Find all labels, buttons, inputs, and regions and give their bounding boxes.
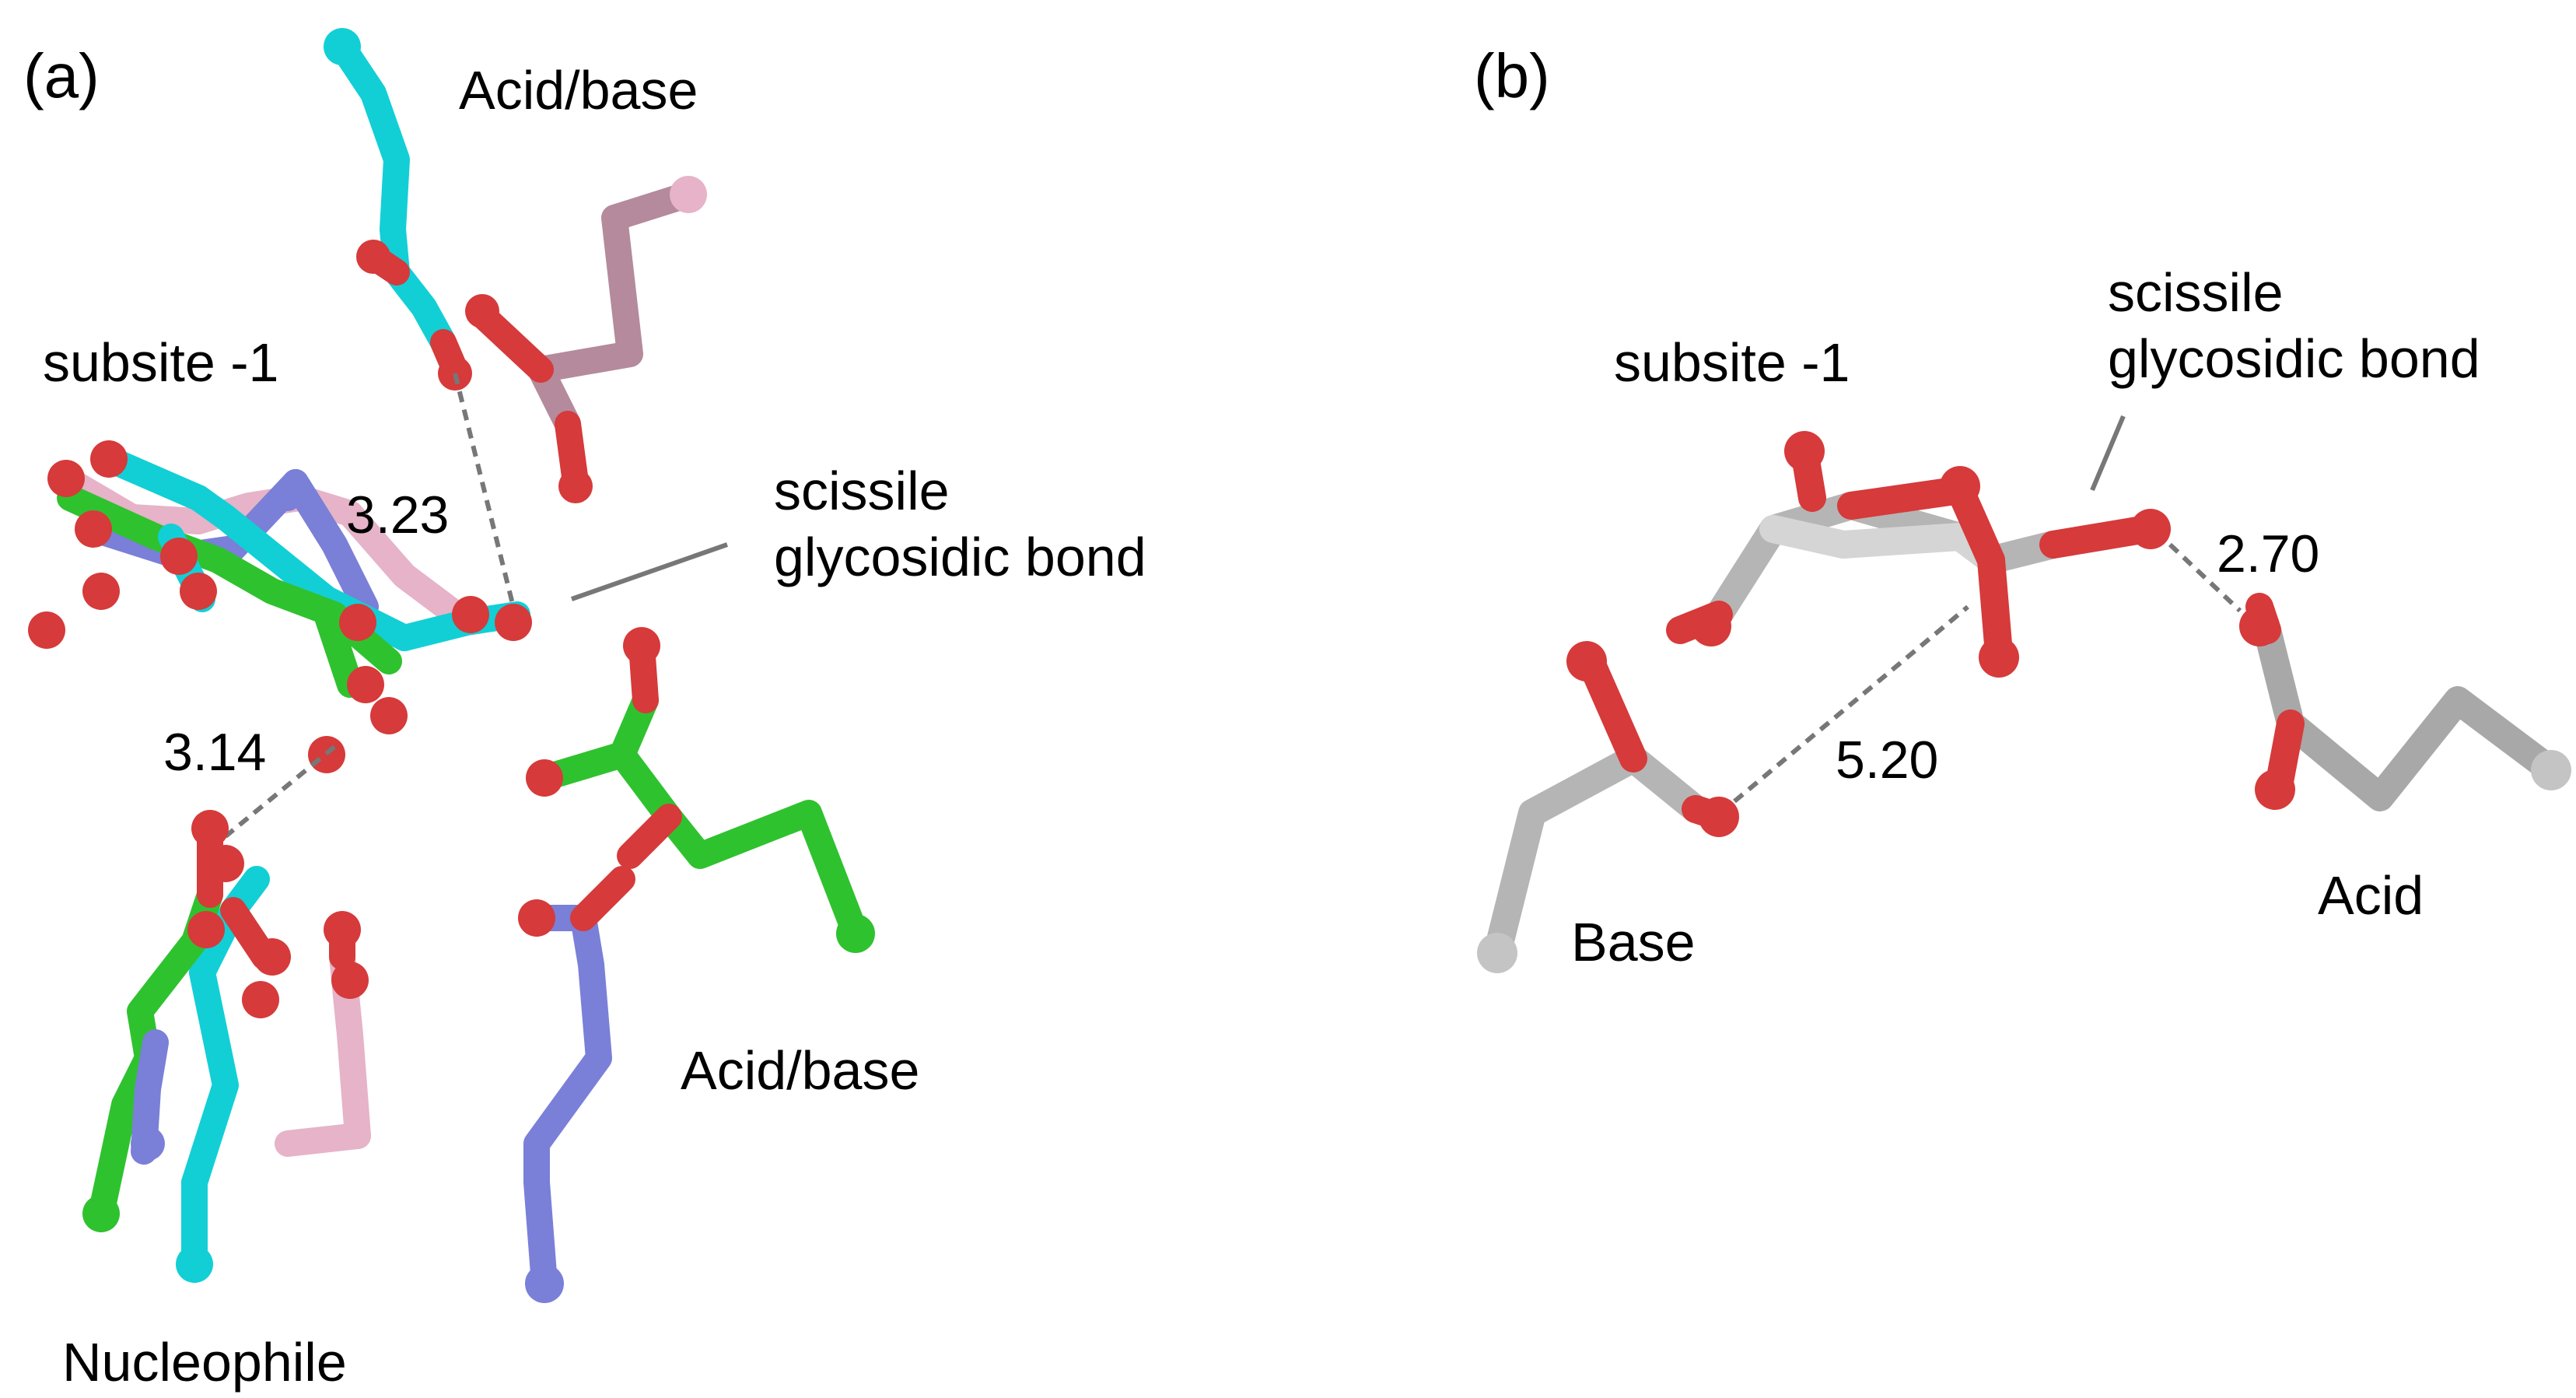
distance-line-upper	[453, 373, 516, 608]
label-subsite-a: subsite -1	[43, 332, 278, 393]
atom	[1477, 933, 1517, 973]
distance-label-upper: 3.23	[346, 485, 449, 545]
oxygen-atom	[526, 759, 563, 797]
label-acid-base-bottom: Acid/base	[681, 1040, 919, 1101]
sugar-oxygens-b	[1691, 431, 2171, 678]
scissile-pointer-line-b	[2090, 415, 2126, 492]
subsite-oxygens	[28, 440, 532, 773]
distance-label-acid: 2.70	[2217, 524, 2319, 583]
distance-line-acid	[2168, 542, 2242, 613]
oxygen-atom	[1699, 797, 1739, 837]
distance-label-lower: 3.14	[163, 723, 266, 782]
oxygen-atom	[2239, 606, 2280, 646]
atom	[324, 28, 361, 65]
label-base: Base	[1571, 912, 1696, 972]
distance-line-base	[1733, 604, 1969, 804]
nucleophile-oxygens	[187, 810, 369, 1018]
atom	[670, 176, 707, 213]
oxygen-atom	[356, 240, 390, 274]
panel-a: (a)	[23, 28, 1146, 1393]
label-acid: Acid	[2318, 865, 2424, 926]
oxygen-atom	[2255, 769, 2295, 810]
distance-line-lower	[224, 745, 336, 839]
label-scissile-a-line2: glycosidic bond	[774, 527, 1146, 587]
acid-residue	[2245, 593, 2565, 811]
oxygen-atom	[623, 627, 660, 664]
atom	[2531, 750, 2571, 790]
label-scissile-b-line2: glycosidic bond	[2108, 328, 2480, 389]
atom	[836, 914, 875, 953]
oxygen-atom	[558, 469, 593, 503]
atom	[82, 1195, 120, 1232]
oxygen-atom	[465, 294, 499, 328]
label-subsite-b: subsite -1	[1614, 332, 1850, 393]
base-residue	[1483, 647, 1733, 967]
label-nucleophile: Nucleophile	[62, 1332, 347, 1393]
oxygen-atom	[518, 899, 555, 937]
distance-label-base: 5.20	[1836, 731, 1938, 790]
atom	[131, 1126, 165, 1161]
atom	[278, 473, 313, 507]
scissile-pointer-line	[571, 542, 728, 601]
label-acid-base-top: Acid/base	[459, 60, 698, 121]
label-scissile-a-line1: scissile	[774, 461, 950, 521]
panel-b: (b)	[1474, 41, 2571, 973]
label-scissile-b-line1: scissile	[2108, 262, 2284, 323]
panel-a-letter: (a)	[23, 41, 100, 110]
atom	[525, 1264, 564, 1303]
acid-base-top-residue-cyan	[329, 33, 468, 383]
panel-b-letter: (b)	[1474, 41, 1550, 110]
acid-base-top-residue-pink	[469, 181, 702, 496]
acid-base-bottom-residues	[523, 632, 869, 1297]
oxygen-atom	[1566, 641, 1607, 681]
subsite-sugar-ring-b	[1666, 437, 2161, 667]
